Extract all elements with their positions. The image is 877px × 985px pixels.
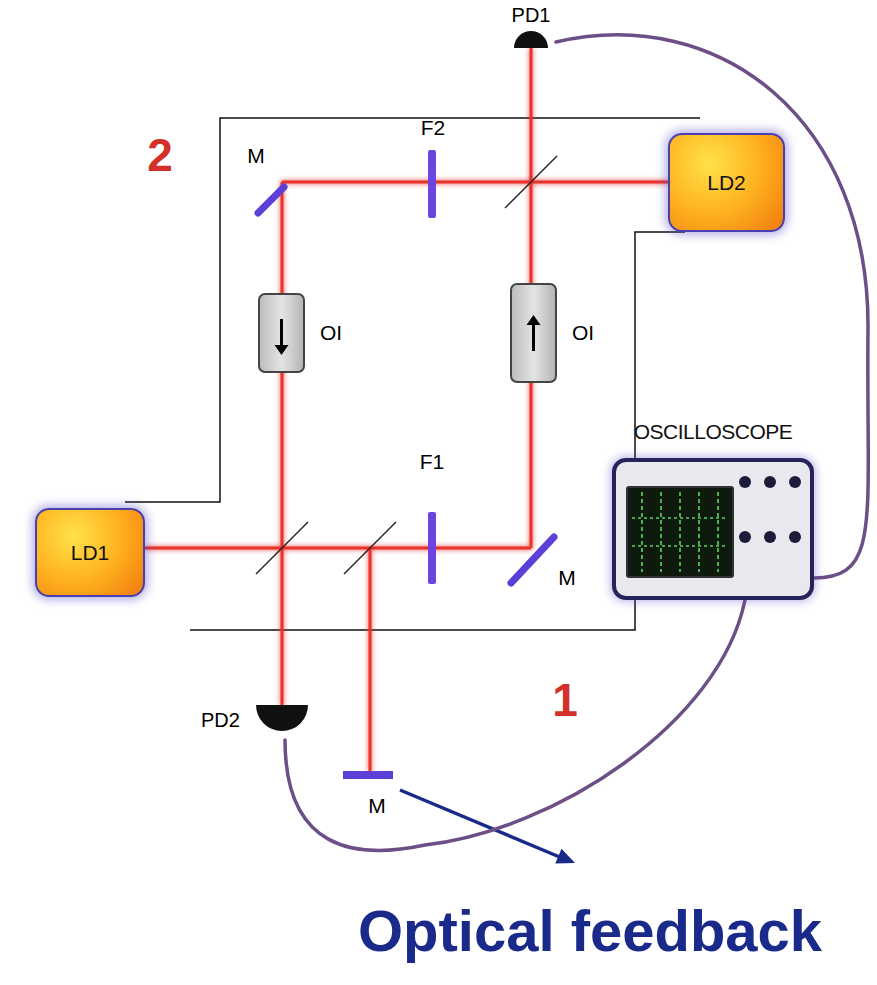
cable	[285, 600, 745, 850]
laser-beam	[145, 48, 668, 772]
detector-dome	[256, 705, 308, 731]
trace	[679, 492, 681, 572]
region-number: 1	[552, 673, 578, 727]
oscilloscope-body	[612, 458, 814, 600]
input-jack	[739, 531, 751, 543]
part-label: M	[247, 144, 265, 168]
input-jack	[764, 476, 776, 488]
filter	[428, 150, 436, 584]
isolator-label: OI	[320, 321, 342, 345]
detector-dome	[514, 31, 548, 48]
input-jack	[764, 531, 776, 543]
mirror	[258, 187, 554, 583]
screen-trace	[628, 488, 732, 576]
oscilloscope: OSCILLOSCOPE	[612, 418, 814, 600]
beam-splitter	[256, 156, 557, 574]
detector-dome	[514, 31, 548, 48]
trace	[717, 492, 719, 572]
detector-label: PD2	[201, 709, 240, 732]
part-label: M	[558, 566, 576, 590]
part-label: F2	[421, 116, 446, 140]
input-jack	[789, 531, 801, 543]
part-label: M	[368, 794, 386, 818]
cable	[556, 35, 868, 578]
arrow-head	[275, 345, 289, 355]
arrow-head	[527, 315, 541, 325]
cable	[556, 35, 868, 578]
callout-text: Optical feedback	[358, 897, 822, 964]
optical-isolator: OI	[258, 293, 358, 373]
laser-label: LD1	[71, 541, 110, 565]
trace	[660, 492, 662, 572]
region-number: 2	[147, 128, 173, 182]
isolator-label: OI	[572, 321, 594, 345]
input-jack	[739, 476, 751, 488]
detector-label: PD1	[512, 4, 551, 27]
cable	[285, 600, 745, 850]
optical-isolator: OI	[510, 283, 610, 383]
part-label: F1	[420, 450, 445, 474]
trace	[698, 492, 700, 572]
oscilloscope-screen	[626, 486, 734, 578]
photodetector: PD1	[506, 4, 556, 48]
feedback-mirror	[343, 771, 393, 779]
oscilloscope-label: OSCILLOSCOPE	[634, 420, 793, 444]
isolator-body	[258, 293, 305, 373]
trace	[632, 545, 728, 547]
isolator-body	[510, 283, 557, 383]
laser-diode: LD2	[668, 133, 785, 232]
detector-dome	[256, 705, 308, 732]
arrow-shaft	[280, 319, 283, 345]
trace	[641, 492, 643, 572]
laser-diode: LD1	[35, 508, 145, 597]
trace	[632, 517, 728, 519]
arrow-shaft	[532, 325, 535, 351]
isolator-arrow	[260, 295, 307, 375]
callout-arrow	[400, 790, 575, 864]
laser-label: LD2	[707, 171, 746, 195]
photodetector: PD2	[195, 700, 315, 740]
input-jack	[789, 476, 801, 488]
isolator-arrow	[512, 285, 559, 385]
